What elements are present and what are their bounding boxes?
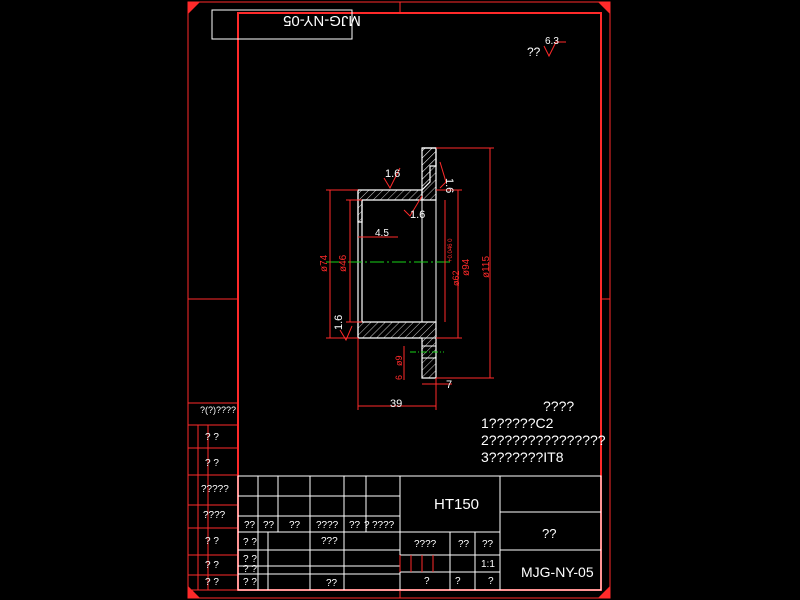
title-drawing-number: MJG-NY-05 xyxy=(521,564,594,580)
title-block-accents xyxy=(399,555,434,572)
header-cell-0: ?? xyxy=(244,520,256,531)
note-line-3: 3???????IT8 xyxy=(481,449,564,465)
margin-label-0: ?(?)???? xyxy=(200,405,236,415)
corner-mark-tl xyxy=(188,2,200,14)
header-cell-2: ?? xyxy=(289,520,301,531)
upper-flange-hatch xyxy=(421,147,437,201)
left-col-cell-0: ? ? xyxy=(243,537,257,548)
dim-7: 7 xyxy=(446,379,452,391)
note-line-1: 1??????C2 xyxy=(481,415,554,431)
roughness-mark-2: 1.6 xyxy=(410,209,425,221)
weight-cell-0: ???? xyxy=(414,539,437,550)
bottom-cell-1: ? xyxy=(455,576,461,587)
material-label: HT150 xyxy=(434,496,479,513)
dim-d9: ø9 xyxy=(394,355,404,366)
bottom-cell-0: ? xyxy=(424,576,430,587)
left-col-cell-1: ? ? xyxy=(243,554,257,565)
part-section xyxy=(326,147,452,379)
note-line-2: 2??????????????? xyxy=(481,432,606,448)
roughness-other-label: ?? xyxy=(527,45,541,59)
roughness-other-value: 6.3 xyxy=(545,36,559,47)
bottom-cell-2: ? xyxy=(488,576,494,587)
dimension-lines xyxy=(326,147,494,410)
dim-d94: ø94 xyxy=(461,258,472,276)
left-margin-table xyxy=(187,402,239,591)
margin-label-3: ????? xyxy=(201,484,229,495)
left-col-cell-3: ? ? xyxy=(243,577,257,588)
dim-d62-tolerance: +0.046 0 xyxy=(448,238,454,262)
corner-mark-br xyxy=(598,586,610,598)
weight-cell-2: ?? xyxy=(482,539,494,550)
notes-title: ???? xyxy=(543,398,574,414)
title-block-grid xyxy=(237,475,602,591)
mirrored-number-box xyxy=(211,9,353,40)
dim-d46: ø46 xyxy=(338,254,349,272)
margin-label-7: ? ? xyxy=(205,577,219,588)
dim-39: 39 xyxy=(390,398,402,410)
dim-d115: ø115 xyxy=(481,256,492,278)
outer-frame xyxy=(187,1,611,599)
left-col-cell-2: ? ? xyxy=(243,564,257,575)
part-name: ?? xyxy=(542,526,556,541)
margin-label-5: ? ? xyxy=(205,536,219,547)
margin-label-4: ???? xyxy=(203,510,226,521)
margin-label-2: ? ? xyxy=(205,458,219,469)
header-cell-1: ?? xyxy=(263,520,275,531)
inner-frame xyxy=(237,12,602,591)
dim-4-5: 4.5 xyxy=(375,228,389,239)
dim-d74: ø74 xyxy=(319,254,330,272)
dim-d62: ø62 xyxy=(451,270,461,286)
roughness-mark-3: 1.6 xyxy=(443,178,455,193)
designer-cell: ??? xyxy=(321,536,338,547)
corner-mark-bl xyxy=(188,586,200,598)
roughness-other-symbol xyxy=(543,41,566,58)
header-cell-4: ?? xyxy=(349,520,361,531)
dim-6: 6 xyxy=(394,375,404,380)
header-cell-6: ???? xyxy=(372,520,395,531)
corner-mark-tr xyxy=(598,2,610,14)
mirrored-drawing-number: MJG-NY-05 xyxy=(283,12,361,29)
margin-label-1: ? ? xyxy=(205,432,219,443)
header-cell-3: ???? xyxy=(316,520,339,531)
weight-cell-1: ?? xyxy=(458,539,470,550)
margin-label-6: ? ? xyxy=(205,560,219,571)
lower-section-hatch xyxy=(357,321,437,379)
approve-cell: ?? xyxy=(326,578,338,589)
roughness-mark-4: 1.6 xyxy=(333,315,345,330)
header-cell-5: ? xyxy=(364,520,370,531)
scale-value: 1:1 xyxy=(481,559,495,570)
roughness-mark-1: 1.6 xyxy=(385,168,400,180)
